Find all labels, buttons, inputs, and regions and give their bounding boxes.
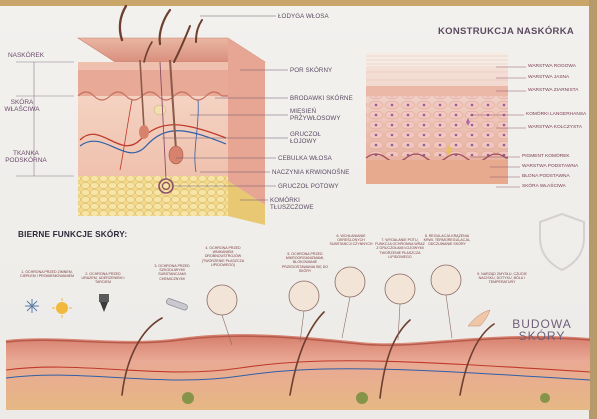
label-gruczol-lojowy: GRUCZOŁ ŁOJOWY [290, 131, 321, 145]
label-naskorek: NASKÓREK [7, 52, 45, 59]
snowflake-icon [25, 299, 39, 313]
function-7: 7. WYDALANIE POTU, FUNKCJA OCHRONNA WRAZ… [375, 238, 425, 259]
poster-frame-top [0, 0, 597, 6]
label-skora-wlasciwa: SKÓRA WŁAŚCIWA [4, 99, 40, 113]
function-2: 2. OCHRONA PRZED URAZEM, UDERZENIEM I TA… [81, 272, 125, 285]
label-por-skorny: POR SKÓRNY [290, 67, 333, 74]
epidermis-cross-section [365, 52, 508, 184]
label-brodawki-skorne: BRODAWKI SKÓRNE [290, 95, 353, 102]
label-warstwa-ziarnista: WARSTWA ZIARNISTA [528, 88, 579, 93]
label-naczynia-krwionosne: NACZYNIA KRWIONOŚNE [272, 169, 350, 176]
label-warstwa-jasna: WARSTWA JASNA [528, 75, 570, 80]
function-1: 1. OCHRONA PRZED ZIMNEM, CIEPŁEM I PROMI… [20, 270, 74, 279]
function-6: 6. WCHŁANIANIE OKREŚLONYCH SUBSTANCJI CZ… [329, 234, 373, 247]
label-pigment-komorek: PIGMENT KOMÓREK [522, 154, 570, 159]
label-komorki-tluszczowe: KOMÓRKI TŁUSZCZOWE [270, 197, 314, 211]
label-tkanka-podskorna: TKANKA PODSKÓRNA [5, 150, 47, 164]
skin-block-3d [76, 4, 267, 225]
sun-icon [52, 298, 72, 318]
label-lodyga-wlosa: ŁODYGA WŁOSA [278, 13, 329, 20]
label-gruczol-potowy: GRUCZOŁ POTOWY [278, 183, 339, 190]
function-4: 4. OCHRONA PRZED WNIKANIEM DROBNOUSTROJÓ… [201, 246, 245, 267]
label-blona-podstawna: BŁONA PODSTAWNA [522, 174, 570, 179]
function-8: 8. REGULACJA KRĄŻENIA KRWI, TERMOREGULAC… [423, 234, 471, 247]
main-leader-lines [162, 15, 288, 201]
functions-title: BIERNE FUNKCJE SKÓRY: [18, 230, 128, 239]
hammer-icon [99, 294, 109, 312]
label-komorki-langerhansa: KOMÓRKI LANGERHANSA [526, 112, 587, 117]
function-9: 9. NARZĄD ZMYSŁU, CZUCIE NACISKU, DOTYKU… [477, 272, 527, 285]
label-cebulka-wlosa: CEBULKA WŁOSA [278, 155, 332, 162]
bottom-skin-strip [5, 311, 591, 410]
function-3: 3. OCHRONA PRZED SZKODLIWYMI SUBSTANCJAM… [154, 264, 190, 281]
label-warstwa-rogowa: WARSTWA ROGOWA [528, 64, 576, 69]
poster-frame-right [589, 0, 597, 419]
label-warstwa-kolczysta: WARSTWA KOLCZYSTA [528, 125, 582, 130]
label-skora-wlasciwa-epi: SKÓRA WŁAŚCIWA [522, 184, 566, 189]
epidermis-panel-title: KONSTRUKCJA NASKÓRKA [438, 26, 575, 37]
epidermis-leader-lines [470, 66, 526, 188]
hand-icon [467, 309, 491, 327]
magnifier-stems [221, 294, 453, 346]
function-5: 5. OCHRONA PRZED MIKROORGANIZMAMI, BLOKO… [281, 252, 329, 273]
label-warstwa-podstawna: WARSTWA PODSTAWNA [522, 164, 579, 169]
budowa-skory-title: BUDOWA SKÓRY [512, 317, 572, 343]
function-magnifiers [206, 264, 462, 316]
label-miesien-przywlosowy: MIĘSIEŃ PRZYWŁOSOWY [290, 108, 341, 122]
shield-watermark-icon [539, 212, 585, 272]
test-tube-icon [166, 298, 188, 311]
layer-brackets [16, 61, 74, 177]
